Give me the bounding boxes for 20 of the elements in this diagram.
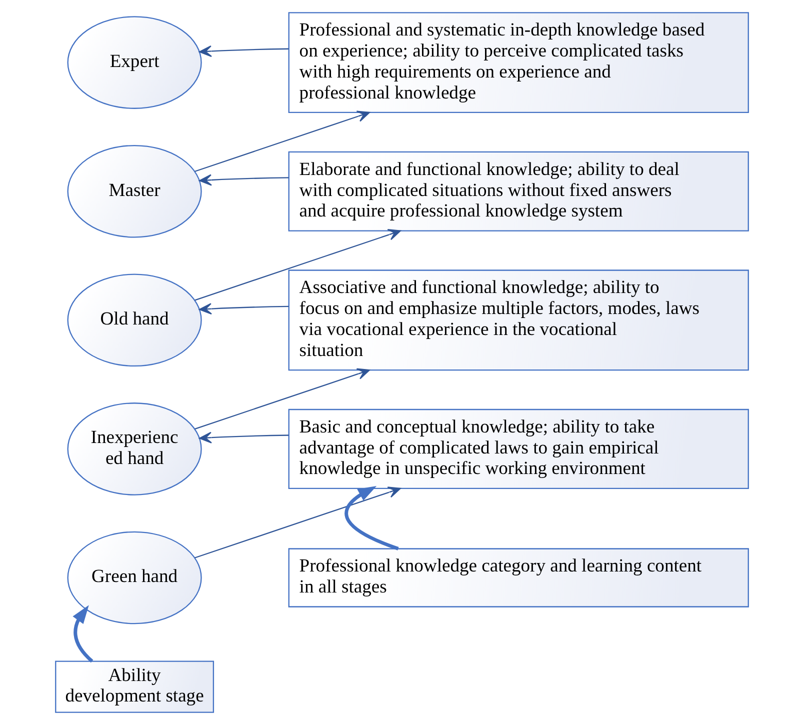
arrow: [199, 303, 289, 315]
node-box: Professional and systematic in-depth knowledge based on experience; ability to perceive complicated tasks with high requirements on experience and professional knowledge: [288, 12, 749, 114]
node-box: Associative and functional knowledge; ability to focus on and emphasize multiple factors, modes, laws via vocational experience in the vocational situation: [288, 270, 749, 371]
arrow: [194, 368, 370, 430]
arrow: [194, 110, 370, 172]
arrow: [344, 486, 399, 550]
node-box: Ability development stage: [55, 660, 214, 713]
arrow: [194, 229, 401, 301]
node-ellipse: Inexperienc ed hand: [67, 402, 202, 496]
node-ellipse: Master: [67, 144, 202, 238]
arrow: [199, 432, 289, 444]
node-ellipse: Old hand: [67, 274, 202, 367]
node-box: Professional knowledge category and learning content in all stages: [288, 548, 749, 608]
node-box: Elaborate and functional knowledge; ability to deal with complicated situations without fixed answers and acquire professional knowledge system: [288, 151, 749, 232]
node-box: Basic and conceptual knowledge; ability to take advantage of complicated laws to gain empirical knowledge in unspecific working environment: [288, 408, 749, 489]
arrow: [199, 45, 289, 57]
node-ellipse: Expert: [67, 16, 202, 109]
arrow: [199, 174, 289, 186]
arrow: [72, 605, 94, 663]
arrow: [194, 486, 401, 558]
